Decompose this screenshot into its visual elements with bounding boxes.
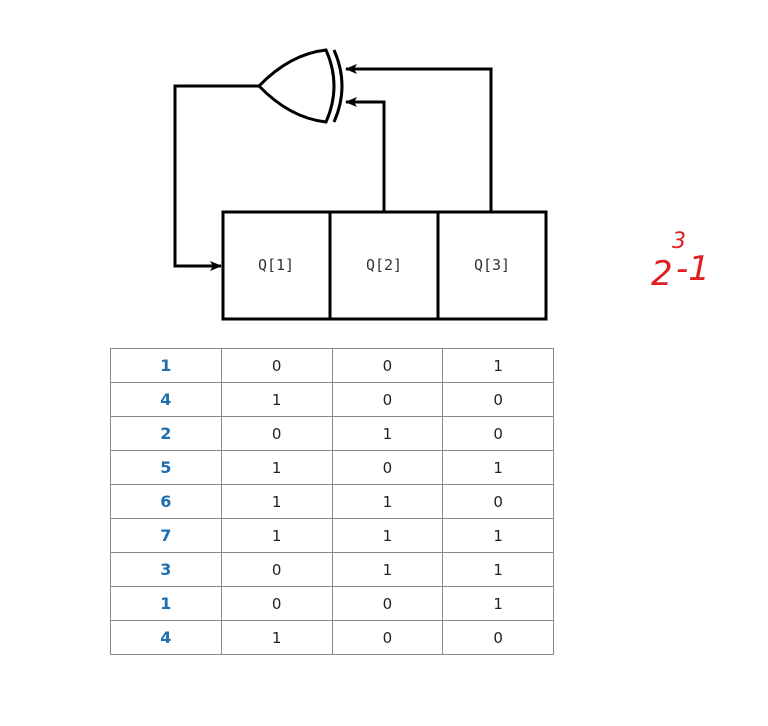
feedback-wire xyxy=(173,84,259,271)
bit-cell-q2: 1 xyxy=(331,484,444,519)
state-number-cell: 7 xyxy=(110,518,222,553)
state-number-cell: 2 xyxy=(110,416,222,451)
state-number-cell: 4 xyxy=(110,620,222,655)
bit-cell-q3: 0 xyxy=(442,382,554,417)
bit-cell-q2: 0 xyxy=(331,450,444,485)
bit-cell-q2: 0 xyxy=(331,348,444,383)
bit-cell-q2: 0 xyxy=(331,382,444,417)
shift-register: Q[1] Q[2] Q[3] xyxy=(221,210,548,321)
bit-cell-q3: 0 xyxy=(442,484,554,519)
bit-cell-q1: 0 xyxy=(220,586,333,621)
state-number-cell: 3 xyxy=(110,552,222,587)
bit-cell-q1: 0 xyxy=(220,416,333,451)
bit-cell-q3: 1 xyxy=(442,348,554,383)
register-label-q3: Q[3] xyxy=(474,256,510,274)
state-number-cell: 6 xyxy=(110,484,222,519)
bit-cell-q1: 1 xyxy=(220,382,333,417)
bit-cell-q3: 0 xyxy=(442,416,554,451)
register-cell-q3 xyxy=(436,210,548,321)
state-number-cell: 1 xyxy=(110,586,222,621)
annotation-exponent: 3 xyxy=(672,229,686,254)
bit-cell-q2: 0 xyxy=(331,620,444,655)
bit-cell-q2: 1 xyxy=(331,552,444,587)
bit-cell-q1: 0 xyxy=(220,552,333,587)
bit-cell-q3: 1 xyxy=(442,586,554,621)
bit-cell-q3: 1 xyxy=(442,552,554,587)
bit-cell-q1: 1 xyxy=(220,518,333,553)
annotation-base: 2 xyxy=(651,254,673,294)
bit-cell-q2: 1 xyxy=(331,416,444,451)
bit-cell-q1: 1 xyxy=(220,484,333,519)
annotation-suffix: -1 xyxy=(676,249,710,289)
tap-wire-q3 xyxy=(345,64,493,211)
bit-cell-q1: 1 xyxy=(220,450,333,485)
bit-cell-q2: 1 xyxy=(331,518,444,553)
register-cell-q1 xyxy=(221,210,332,321)
bit-cell-q2: 0 xyxy=(331,586,444,621)
register-label-q1: Q[1] xyxy=(258,256,294,274)
handwritten-annotation: 2 3 -1 xyxy=(651,229,710,294)
state-number-cell: 5 xyxy=(110,450,222,485)
bit-cell-q3: 0 xyxy=(442,620,554,655)
bit-cell-q3: 1 xyxy=(442,518,554,553)
xor-gate-icon xyxy=(256,48,344,124)
tap-wire-q2 xyxy=(345,97,386,211)
register-label-q2: Q[2] xyxy=(366,256,402,274)
bit-cell-q1: 0 xyxy=(220,348,333,383)
bit-cell-q1: 1 xyxy=(220,620,333,655)
bit-cell-q3: 1 xyxy=(442,450,554,485)
state-number-cell: 1 xyxy=(110,348,222,383)
state-number-cell: 4 xyxy=(110,382,222,417)
